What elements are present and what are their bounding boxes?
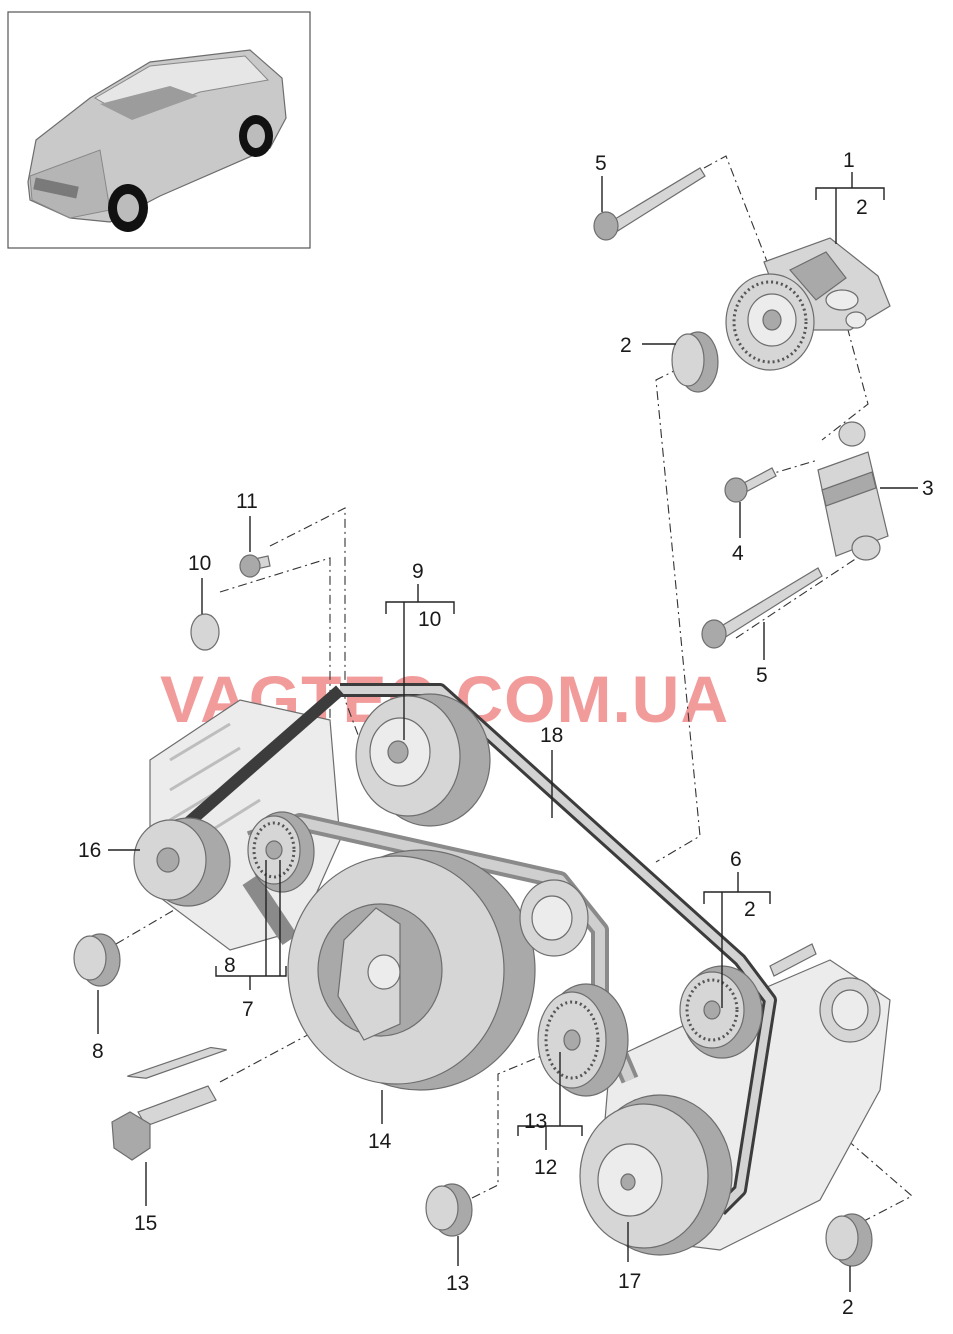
- callout-2-upper: 2: [620, 334, 632, 357]
- callout-5-lower: 5: [756, 664, 768, 687]
- callout-2-lower: 2: [842, 1296, 854, 1319]
- idler-pulley-9: [355, 693, 491, 827]
- callout-9: 9: [412, 560, 424, 583]
- callout-3: 3: [922, 477, 934, 500]
- belt-tensioner-assembly: [725, 237, 891, 371]
- callout-2-bracket-6: 2: [744, 898, 756, 921]
- callout-8-bracket: 8: [224, 954, 236, 977]
- idler-pulley-6: [679, 965, 763, 1059]
- bolt-11: [239, 554, 271, 578]
- leader-lines: [97, 172, 918, 1292]
- callout-13-bracket: 13: [524, 1110, 547, 1133]
- callout-labels: 1 2 5 2 3 4 5 11 10 9 10 18 16 6 2 8 7 8…: [78, 149, 934, 1319]
- callout-10-bracket: 10: [418, 608, 441, 631]
- alternator-pulley-16: [133, 817, 231, 907]
- tensioner-roller: [519, 879, 589, 957]
- drive-belt-18: [176, 683, 777, 1215]
- compressor-pulley-17: [579, 1094, 733, 1256]
- callout-18: 18: [540, 724, 563, 747]
- crankshaft-pulley-14: [287, 849, 536, 1091]
- cap-13: [425, 1183, 473, 1237]
- callout-10: 10: [188, 552, 211, 575]
- callout-7: 7: [242, 998, 254, 1021]
- bolt-15: [111, 1046, 227, 1161]
- callout-12: 12: [534, 1156, 557, 1179]
- vehicle-thumbnail: [7, 11, 311, 249]
- callout-17: 17: [618, 1270, 641, 1293]
- tensioner-damper-3: [817, 421, 889, 561]
- callout-13: 13: [446, 1272, 469, 1295]
- bolt-4: [724, 467, 777, 503]
- suv-illustration: [27, 49, 287, 232]
- cap-10: [190, 613, 220, 651]
- callout-2-bracket-1: 2: [856, 196, 868, 219]
- idler-pulley-12: [537, 983, 629, 1097]
- cap-8: [73, 933, 121, 987]
- bolt-5-lower: [701, 567, 823, 649]
- bolt-5-upper: [593, 167, 706, 241]
- cap-2-upper: [671, 331, 719, 393]
- callout-6: 6: [730, 848, 742, 871]
- callout-1: 1: [843, 149, 855, 172]
- callout-5-upper: 5: [595, 152, 607, 175]
- callout-15: 15: [134, 1212, 157, 1235]
- cap-2-lower: [825, 1213, 873, 1267]
- callout-8: 8: [92, 1040, 104, 1063]
- callout-16: 16: [78, 839, 101, 862]
- callout-14: 14: [368, 1130, 392, 1153]
- callout-11: 11: [236, 490, 258, 513]
- callout-4: 4: [732, 542, 744, 565]
